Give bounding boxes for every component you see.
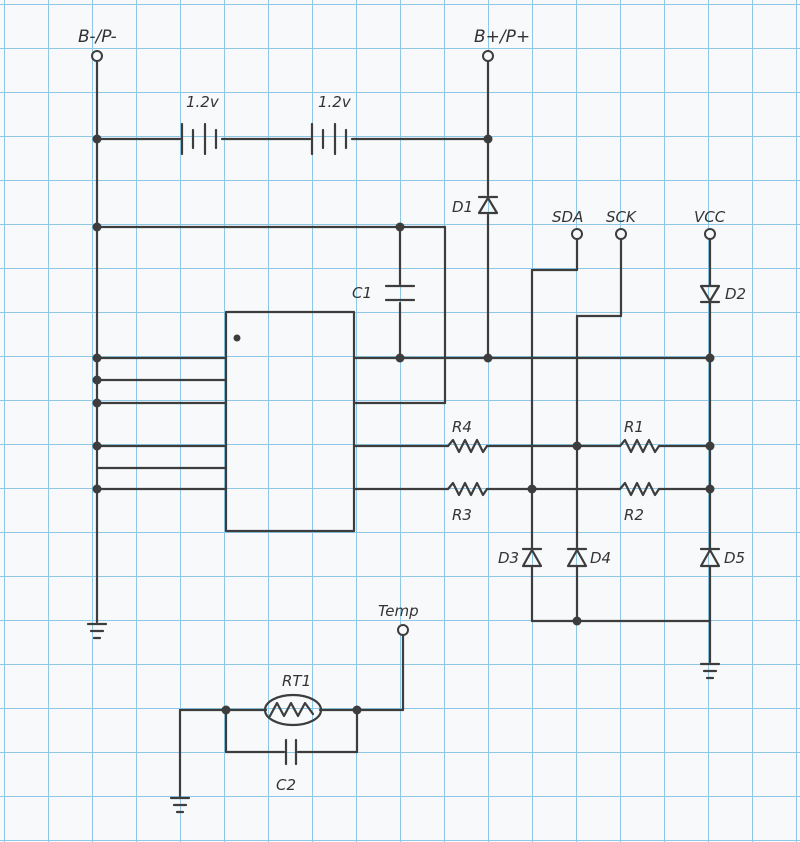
rt1-label: RT1 (282, 672, 311, 690)
diode-d5 (699, 547, 721, 664)
r2-label: R2 (624, 506, 644, 524)
b-minus-label: B-/P- (78, 27, 117, 47)
junction-dots (92, 134, 715, 715)
thermistor-rt1 (263, 693, 323, 727)
resistor-r3 (446, 481, 489, 497)
b-minus-rail (91, 50, 103, 624)
b-plus-rail (482, 50, 494, 360)
d3-label: D3 (498, 549, 519, 567)
sck-line (575, 228, 627, 550)
cell-2-label: 1.2v (318, 93, 352, 111)
b-minus-terminal (91, 50, 103, 62)
temp-terminal (397, 624, 409, 636)
sck-label: SCK (606, 208, 637, 226)
sda-label: SDA (552, 208, 583, 226)
c1-label: C1 (352, 284, 372, 302)
sda-terminal (571, 228, 583, 240)
c1-branch (95, 225, 447, 405)
sck-terminal (615, 228, 627, 240)
vcc-terminal (704, 228, 716, 240)
battery-cell-1 (180, 122, 218, 156)
b-plus-label: B+/P+ (474, 27, 530, 47)
c2-label: C2 (276, 776, 296, 794)
r3-label: R3 (452, 506, 472, 524)
d2-label: D2 (725, 285, 746, 303)
r1-label: R1 (624, 418, 644, 436)
sda-line (530, 228, 583, 550)
diode-d1 (477, 195, 499, 215)
resistor-r2 (618, 481, 661, 497)
vcc-label: VCC (694, 208, 726, 226)
ic-chip (224, 310, 356, 533)
diode-d2 (699, 284, 721, 304)
cell-1-label: 1.2v (186, 93, 220, 111)
battery-cell-2 (310, 122, 348, 156)
ground-symbol-right (699, 662, 721, 680)
vcc-line (704, 228, 716, 550)
d4-label: D4 (590, 549, 611, 567)
d1-label: D1 (452, 198, 473, 216)
ground-symbol-thermistor (169, 796, 191, 814)
temp-label: Temp (378, 602, 419, 620)
diode-d3 (521, 547, 543, 623)
capacitor-c1 (384, 284, 416, 302)
pin1-marker (233, 334, 241, 342)
d5-label: D5 (724, 549, 745, 567)
b-plus-terminal (482, 50, 494, 62)
r4-label: R4 (452, 418, 472, 436)
diode-d4 (566, 547, 588, 623)
resistor-r1 (618, 438, 661, 454)
resistor-r4 (446, 438, 489, 454)
capacitor-c2 (284, 738, 298, 766)
ic-left-pins (95, 356, 228, 491)
ground-symbol-left (86, 622, 108, 640)
